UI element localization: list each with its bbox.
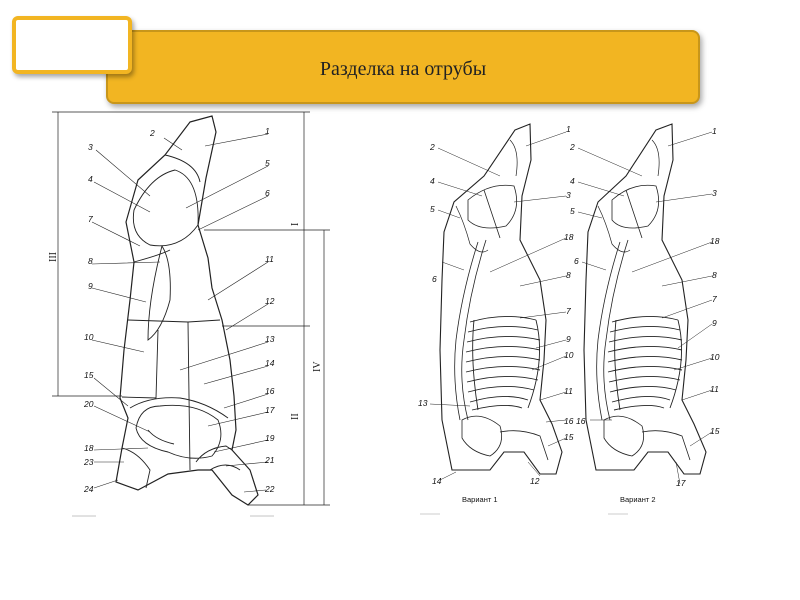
left-label-4: 4 (88, 174, 93, 184)
mid-label-2: 2 (429, 142, 435, 152)
left-label-19: 19 (265, 433, 275, 443)
right-label-15: 15 (710, 426, 720, 436)
section-brackets (52, 111, 330, 506)
mid-label-8: 8 (566, 270, 571, 280)
right-neck-detail (597, 139, 660, 253)
mid-label-4: 4 (430, 176, 435, 186)
mid-label-5: 5 (430, 204, 435, 214)
right-label-17: 17 (676, 478, 686, 488)
section-label-IV: IV (312, 361, 323, 372)
right-label-7: 7 (712, 294, 717, 304)
variant-1-caption: Вариант 1 (462, 495, 498, 504)
mid-label-3: 3 (566, 190, 571, 200)
left-label-6: 6 (265, 188, 270, 198)
right-spine (596, 239, 629, 421)
left-number-labels: 1 2 3 4 5 6 7 8 9 10 11 12 13 14 15 16 1… (83, 126, 275, 494)
right-ribs (607, 315, 683, 411)
right-label-3: 3 (712, 188, 717, 198)
left-label-24: 24 (83, 484, 94, 494)
left-carcass-outline (115, 115, 259, 506)
mid-label-12: 12 (530, 476, 540, 486)
right-label-6: 6 (574, 256, 579, 266)
mid-label-16: 16 (564, 416, 574, 426)
left-label-14: 14 (265, 358, 275, 368)
left-cut-lines (121, 154, 241, 489)
mid-label-14: 14 (432, 476, 442, 486)
left-label-17: 17 (265, 405, 275, 415)
left-label-8: 8 (88, 256, 93, 266)
mid-label-6: 6 (432, 274, 437, 284)
section-label-I: I (290, 223, 301, 226)
left-label-10: 10 (84, 332, 94, 342)
mid-label-13: 13 (418, 398, 428, 408)
left-label-18: 18 (84, 443, 94, 453)
left-label-21: 21 (264, 455, 275, 465)
left-label-7: 7 (88, 214, 93, 224)
middle-neck-detail (455, 139, 518, 253)
slide-title: Разделка на отрубы (319, 58, 487, 80)
right-scapula (611, 184, 660, 239)
left-label-11: 11 (265, 254, 274, 264)
mid-label-7: 7 (566, 306, 571, 316)
middle-spine (454, 239, 487, 421)
middle-carcass-outline (439, 123, 563, 475)
middle-scapula (467, 184, 518, 239)
mid-label-11: 11 (564, 386, 573, 396)
mid-label-15: 15 (564, 432, 574, 442)
mid-label-1: 1 (566, 124, 571, 134)
mid-label-18: 18 (564, 232, 574, 242)
left-label-15: 15 (84, 370, 94, 380)
left-label-1: 1 (265, 126, 270, 136)
left-label-20: 20 (83, 399, 94, 409)
right-pelvis (603, 415, 691, 461)
mid-label-10: 10 (564, 350, 574, 360)
middle-ribs (465, 315, 541, 411)
middle-pelvis (461, 415, 549, 461)
title-bar: Разделка на отрубы (106, 30, 700, 104)
left-carcass-figure (52, 111, 330, 517)
left-label-12: 12 (265, 296, 275, 306)
right-carcass-figure (577, 123, 713, 485)
left-label-13: 13 (265, 334, 275, 344)
middle-number-labels: 1 2 4 3 5 18 6 8 7 9 10 11 13 16 15 14 1… (418, 124, 574, 504)
left-label-23: 23 (83, 457, 94, 467)
right-label-10: 10 (710, 352, 720, 362)
right-label-1: 1 (712, 126, 717, 136)
title-tab-decoration (12, 16, 132, 74)
section-label-III: III (48, 252, 59, 262)
left-label-5: 5 (265, 158, 270, 168)
right-label-16: 16 (576, 416, 586, 426)
left-label-16: 16 (265, 386, 275, 396)
right-number-labels: 1 2 4 3 5 18 6 8 7 9 10 11 16 15 17 Вари… (569, 126, 720, 504)
right-label-8: 8 (712, 270, 717, 280)
middle-leader-lines (429, 131, 567, 481)
left-label-9: 9 (88, 281, 93, 291)
middle-carcass-figure (429, 123, 567, 481)
section-label-II: II (290, 413, 301, 420)
section-labels: I II III IV (48, 223, 323, 420)
right-label-4: 4 (570, 176, 575, 186)
left-label-22: 22 (264, 484, 275, 494)
right-label-2: 2 (569, 142, 575, 152)
right-label-11: 11 (710, 384, 719, 394)
right-label-18: 18 (710, 236, 720, 246)
right-carcass-outline (583, 123, 707, 475)
right-label-9: 9 (712, 318, 717, 328)
mid-label-9: 9 (566, 334, 571, 344)
right-label-5: 5 (570, 206, 575, 216)
left-label-2: 2 (149, 128, 155, 138)
right-leader-lines (577, 131, 713, 485)
variant-2-caption: Вариант 2 (620, 495, 656, 504)
left-leader-lines (91, 133, 269, 493)
left-label-3: 3 (88, 142, 93, 152)
